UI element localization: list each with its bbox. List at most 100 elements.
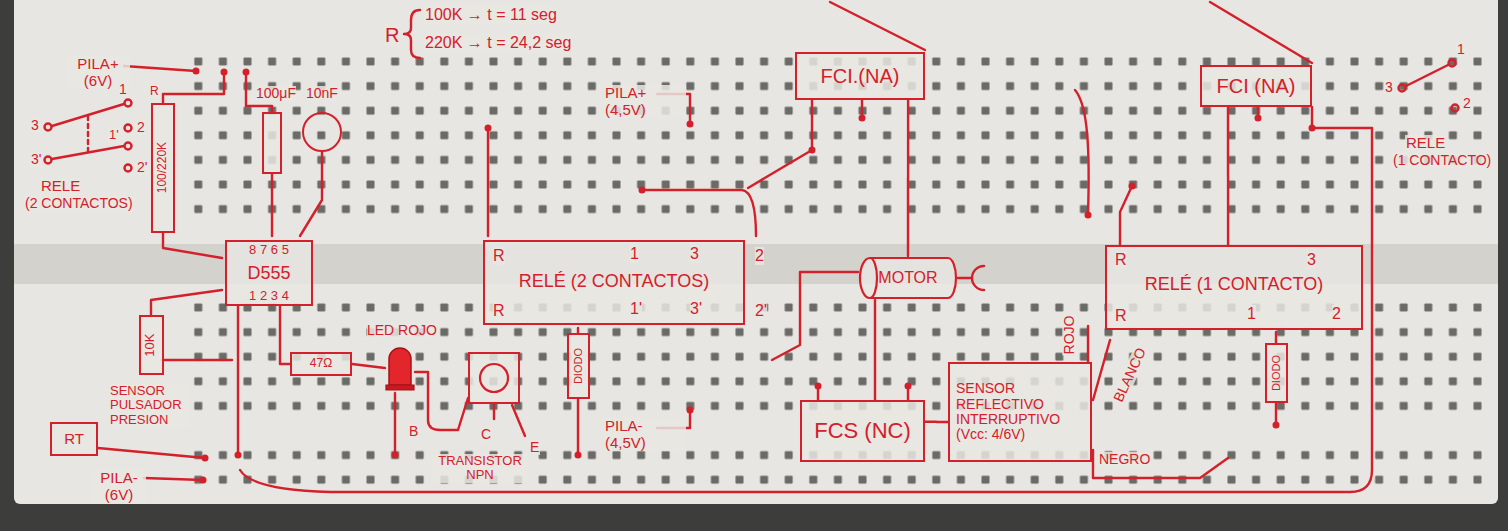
contact-terminal: [45, 157, 52, 164]
hole-dot: [687, 121, 694, 128]
wire: [1075, 90, 1089, 215]
brace: [404, 10, 420, 58]
contact-number: 1: [118, 82, 128, 97]
pin-number: 3: [690, 245, 699, 263]
led-dome: [389, 348, 411, 385]
pin-number: 3': [690, 300, 702, 318]
hole-dot: [485, 125, 492, 132]
leader-line: [124, 66, 196, 71]
transistor-body: [480, 364, 508, 392]
component-label: 10K: [144, 333, 158, 356]
pin-number: 3: [1307, 251, 1316, 269]
sensor-heading: SENSOR PULSADOR PRESION: [110, 384, 190, 427]
formula-label: R: [384, 24, 400, 46]
hole-dot: [1309, 125, 1316, 132]
wire-color-label: NEGRO: [1098, 452, 1151, 467]
wire-connector: [874, 300, 876, 400]
sensor-box: SENSOR PULSADOR PRESIONRT: [50, 422, 98, 456]
breadboard-body: [14, 0, 1498, 504]
hole-dot: [221, 69, 228, 76]
timing-note: 100K → t = 11 seg: [424, 6, 558, 24]
hole-dot: [392, 452, 399, 459]
contact-number: 3: [1384, 80, 1394, 95]
relay-label: RELE: [1405, 135, 1446, 152]
component-label: D555: [247, 264, 290, 284]
contact-terminal: [1452, 105, 1459, 112]
component-label: TRANSISTOR NPN: [432, 454, 528, 483]
pin-number: 2': [755, 302, 767, 320]
wire: [271, 174, 273, 236]
hole-dot: [200, 477, 207, 484]
hole-dot: [1255, 115, 1262, 122]
wire: [163, 72, 224, 103]
hole-dot: [639, 187, 646, 194]
led-symbol-outline: [385, 345, 415, 393]
contact-number: 2: [136, 120, 146, 135]
diode-symbol: DIODO: [567, 333, 590, 399]
motor-end: [870, 258, 877, 298]
wire-color-label: ROJO: [1062, 315, 1077, 356]
pin-number: 2: [1332, 305, 1341, 323]
wire: [487, 128, 489, 236]
diode-symbol: DIODO: [1265, 343, 1288, 403]
rotation-mark: [972, 266, 984, 290]
wire: [1087, 326, 1089, 362]
contact-number: 1: [1456, 42, 1466, 57]
contact-terminal: [1449, 60, 1456, 67]
pin-name: E: [529, 440, 540, 455]
contact-number: 3': [30, 152, 42, 167]
wire: [1093, 450, 1228, 478]
wire: [163, 233, 222, 258]
pin-number: 2: [755, 247, 764, 265]
motor-shaft: [958, 277, 972, 279]
sensor-box: SENSOR REFLECTIVO INTERRUPTIVO (Vcc: 4/6…: [948, 362, 1092, 462]
battery-label: PILA+ (4,5V): [604, 85, 686, 118]
component-label: 100/220K: [156, 142, 169, 193]
pin-number: 1 2 3 4: [249, 289, 289, 303]
contact-terminal: [125, 100, 132, 107]
wire: [577, 399, 579, 455]
wire: [300, 152, 322, 236]
hole-dot: [202, 455, 209, 462]
wire: [240, 107, 1372, 492]
value-label: 10nF: [306, 86, 338, 101]
wire: [512, 405, 525, 436]
value-label: 100μF: [256, 86, 296, 101]
pin-name: R: [493, 302, 505, 320]
relay-label: RELE: [40, 178, 81, 195]
hole-dot: [575, 452, 582, 459]
switch-lever: [1210, 2, 1312, 63]
wire: [493, 405, 495, 419]
limit-switch-box: FCS (NC): [800, 400, 925, 462]
pin-number: 1': [630, 300, 642, 318]
wire: [1120, 186, 1132, 245]
wire: [394, 393, 396, 455]
switch-lever: [830, 2, 925, 50]
wire-connector: [925, 421, 948, 424]
relay-switch-symbol: [87, 116, 89, 152]
pin-name: B: [408, 424, 419, 439]
hole-dot: [809, 147, 816, 154]
relay-label: (2 CONTACTOS): [24, 196, 134, 211]
component-label: RT: [64, 431, 84, 448]
wire: [1093, 340, 1110, 400]
wire: [237, 306, 239, 455]
component-label: LED ROJO: [367, 323, 437, 338]
resistor-label: R: [149, 85, 160, 98]
contact-terminal: [45, 124, 52, 131]
limit-switch-box: FCI (NA): [1200, 65, 1312, 107]
contact-number: 2': [136, 160, 148, 175]
battery-label: PILA- (4,5V): [604, 418, 686, 451]
wire: [352, 364, 385, 368]
transistor-symbol-outline: [470, 354, 522, 406]
pin-number: 8 7 6 5: [249, 243, 289, 257]
wire: [772, 272, 858, 360]
relay-box: R132RELÉ (2 CONTACTOS)R1'3'2': [483, 240, 745, 325]
wire: [151, 290, 222, 315]
relay-label: (1 CONTACTO): [1392, 153, 1492, 168]
transistor-symbol: TRANSISTOR NPN: [468, 352, 520, 404]
component-label: FCI (NA): [1217, 75, 1296, 97]
relay-box: R3RELÉ (1 CONTACTO)R12: [1105, 245, 1363, 330]
wire: [98, 448, 205, 458]
hole-dot: [815, 383, 822, 390]
